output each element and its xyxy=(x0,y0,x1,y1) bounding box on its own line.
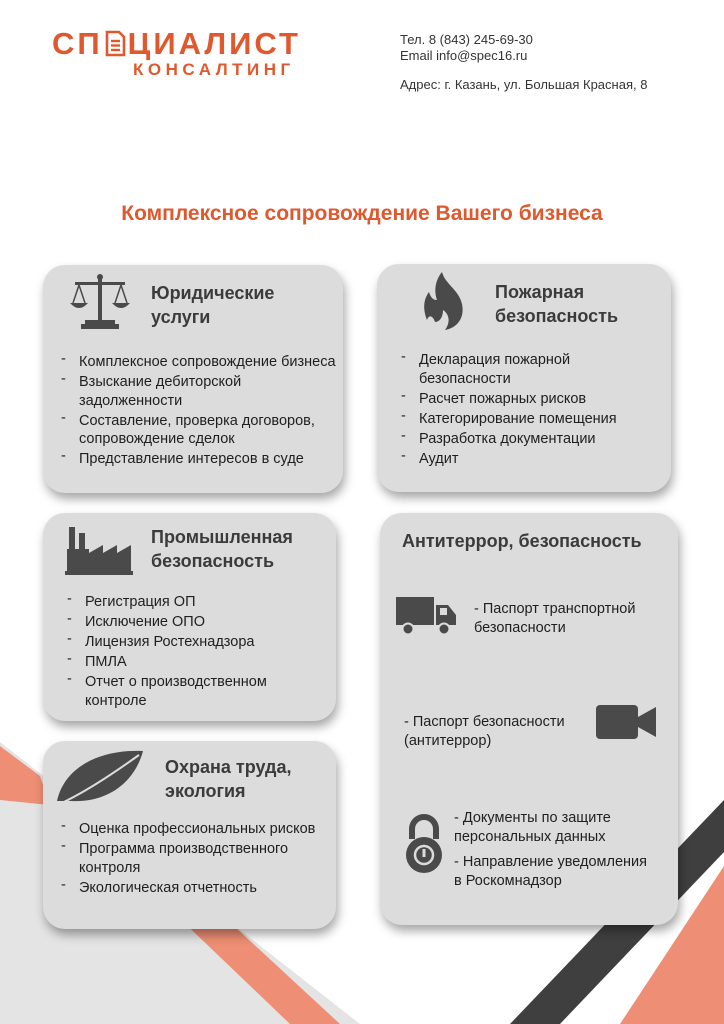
text-line-2: в Роскомнадзор xyxy=(454,872,562,889)
list-item: Программа производственного контроля xyxy=(59,837,331,877)
list-item: Представление интересов в суде xyxy=(59,447,343,469)
card-title: Охрана труда, экология xyxy=(165,755,291,803)
leaf-icon xyxy=(52,750,143,808)
list-item: Расчет пожарных рисков xyxy=(399,387,661,409)
list-item: Разработка документации xyxy=(399,427,661,449)
list-item: Аудит xyxy=(399,447,661,469)
card-title: Антитеррор, безопасность xyxy=(402,531,642,551)
logo-wordmark: СП ЦИАЛИСТ xyxy=(52,26,301,62)
card-title: Юридические услуги xyxy=(151,281,274,329)
scales-icon xyxy=(70,274,130,329)
document-icon xyxy=(105,30,125,57)
personal-data-docs-text: - Документы по защите персональных данны… xyxy=(454,809,611,846)
company-logo: СП ЦИАЛИСТ КОНСАЛТИНГ xyxy=(52,22,302,82)
logo-part1: СП xyxy=(52,26,103,61)
text-line-2: (антитеррор) xyxy=(404,732,492,749)
address-text: Адрес: г. Казань, ул. Большая Красная, 8 xyxy=(400,77,648,92)
salmon-stripe-right xyxy=(620,866,724,1024)
card-fire-safety: Пожарная безопасность Декларация пожарно… xyxy=(377,264,671,492)
title-line-1: Охрана труда, xyxy=(165,757,292,777)
video-camera-icon xyxy=(596,705,656,739)
logo-subtitle: КОНСАЛТИНГ xyxy=(133,60,295,79)
truck-icon xyxy=(396,597,456,636)
text-line-1: - Документы по защите xyxy=(454,810,611,826)
page-title: Комплексное сопровождение Вашего бизнеса xyxy=(121,202,603,225)
text-line-2: персональных данных xyxy=(454,828,606,845)
card-legal-services: Юридические услуги Комплексное сопровожд… xyxy=(43,265,343,493)
title-line-2: экология xyxy=(165,781,246,801)
card-industrial-safety: Промышленная безопасность Регистрация ОП… xyxy=(43,513,336,721)
title-line-2: услуги xyxy=(151,307,211,327)
text-line-2: безопасности xyxy=(474,619,566,636)
list-item: Регистрация ОП xyxy=(65,590,327,612)
text-line-1: - Направление уведомления xyxy=(454,854,647,870)
service-list: Регистрация ОП Исключение ОПО Лицензия Р… xyxy=(65,590,327,712)
title-line-1: Пожарная xyxy=(495,282,585,302)
list-item: Взыскание дебиторской задолженности xyxy=(59,370,343,410)
logo-part2: ЦИАЛИСТ xyxy=(127,26,301,61)
antiterror-passport-text: - Паспорт безопасности (антитеррор) xyxy=(404,713,565,750)
flame-icon xyxy=(424,272,463,330)
list-item: ПМЛА xyxy=(65,650,327,672)
service-list: Комплексное сопровождение бизнеса Взыска… xyxy=(59,350,343,470)
email-text: Email info@spec16.ru xyxy=(400,47,528,63)
service-list: Декларация пожарной безопасности Расчет … xyxy=(399,348,661,470)
list-item: Категорирование помещения xyxy=(399,407,661,429)
title-line-2: безопасность xyxy=(151,551,275,571)
text-line-1: - Паспорт безопасности xyxy=(404,714,565,730)
title-line-1: Промышленная xyxy=(151,527,293,547)
card-antiterror: Антитеррор, безопасность - Паспорт транс… xyxy=(380,513,678,925)
list-item: Отчет о производственном контроле xyxy=(65,670,327,710)
phone-text: Тел. 8 (843) 245-69-30 xyxy=(400,32,533,47)
service-list: Оценка профессиональных рисков Программа… xyxy=(59,817,331,899)
list-item: Составление, проверка договоров, сопрово… xyxy=(59,409,343,449)
list-item: Экологическая отчетность xyxy=(59,876,331,898)
card-title: Промышленная безопасность xyxy=(151,525,293,573)
list-item: Лицензия Ростехнадзора xyxy=(65,630,327,652)
factory-icon xyxy=(65,527,133,575)
title-line-1: Юридические xyxy=(151,283,275,303)
list-item: Оценка профессиональных рисков xyxy=(59,817,331,839)
card-labor-ecology: Охрана труда, экология Оценка профессион… xyxy=(43,741,336,929)
list-item: Исключение ОПО xyxy=(65,610,327,632)
salmon-stripe-left xyxy=(0,746,50,805)
list-item: Декларация пожарной безопасности xyxy=(399,348,661,388)
roskomnadzor-notice-text: - Направление уведомления в Роскомнадзор xyxy=(454,853,647,890)
card-title: Пожарная безопасность xyxy=(495,280,618,328)
text-line-1: - Паспорт транспортной xyxy=(474,601,636,617)
list-item: Комплексное сопровождение бизнеса xyxy=(59,350,343,372)
transport-security-text: - Паспорт транспортной безопасности xyxy=(474,600,635,637)
contact-block: Тел. 8 (843) 245-69-30 Email info@spec16… xyxy=(400,32,533,63)
title-line-2: безопасность xyxy=(495,306,619,326)
padlock-icon xyxy=(406,814,442,873)
